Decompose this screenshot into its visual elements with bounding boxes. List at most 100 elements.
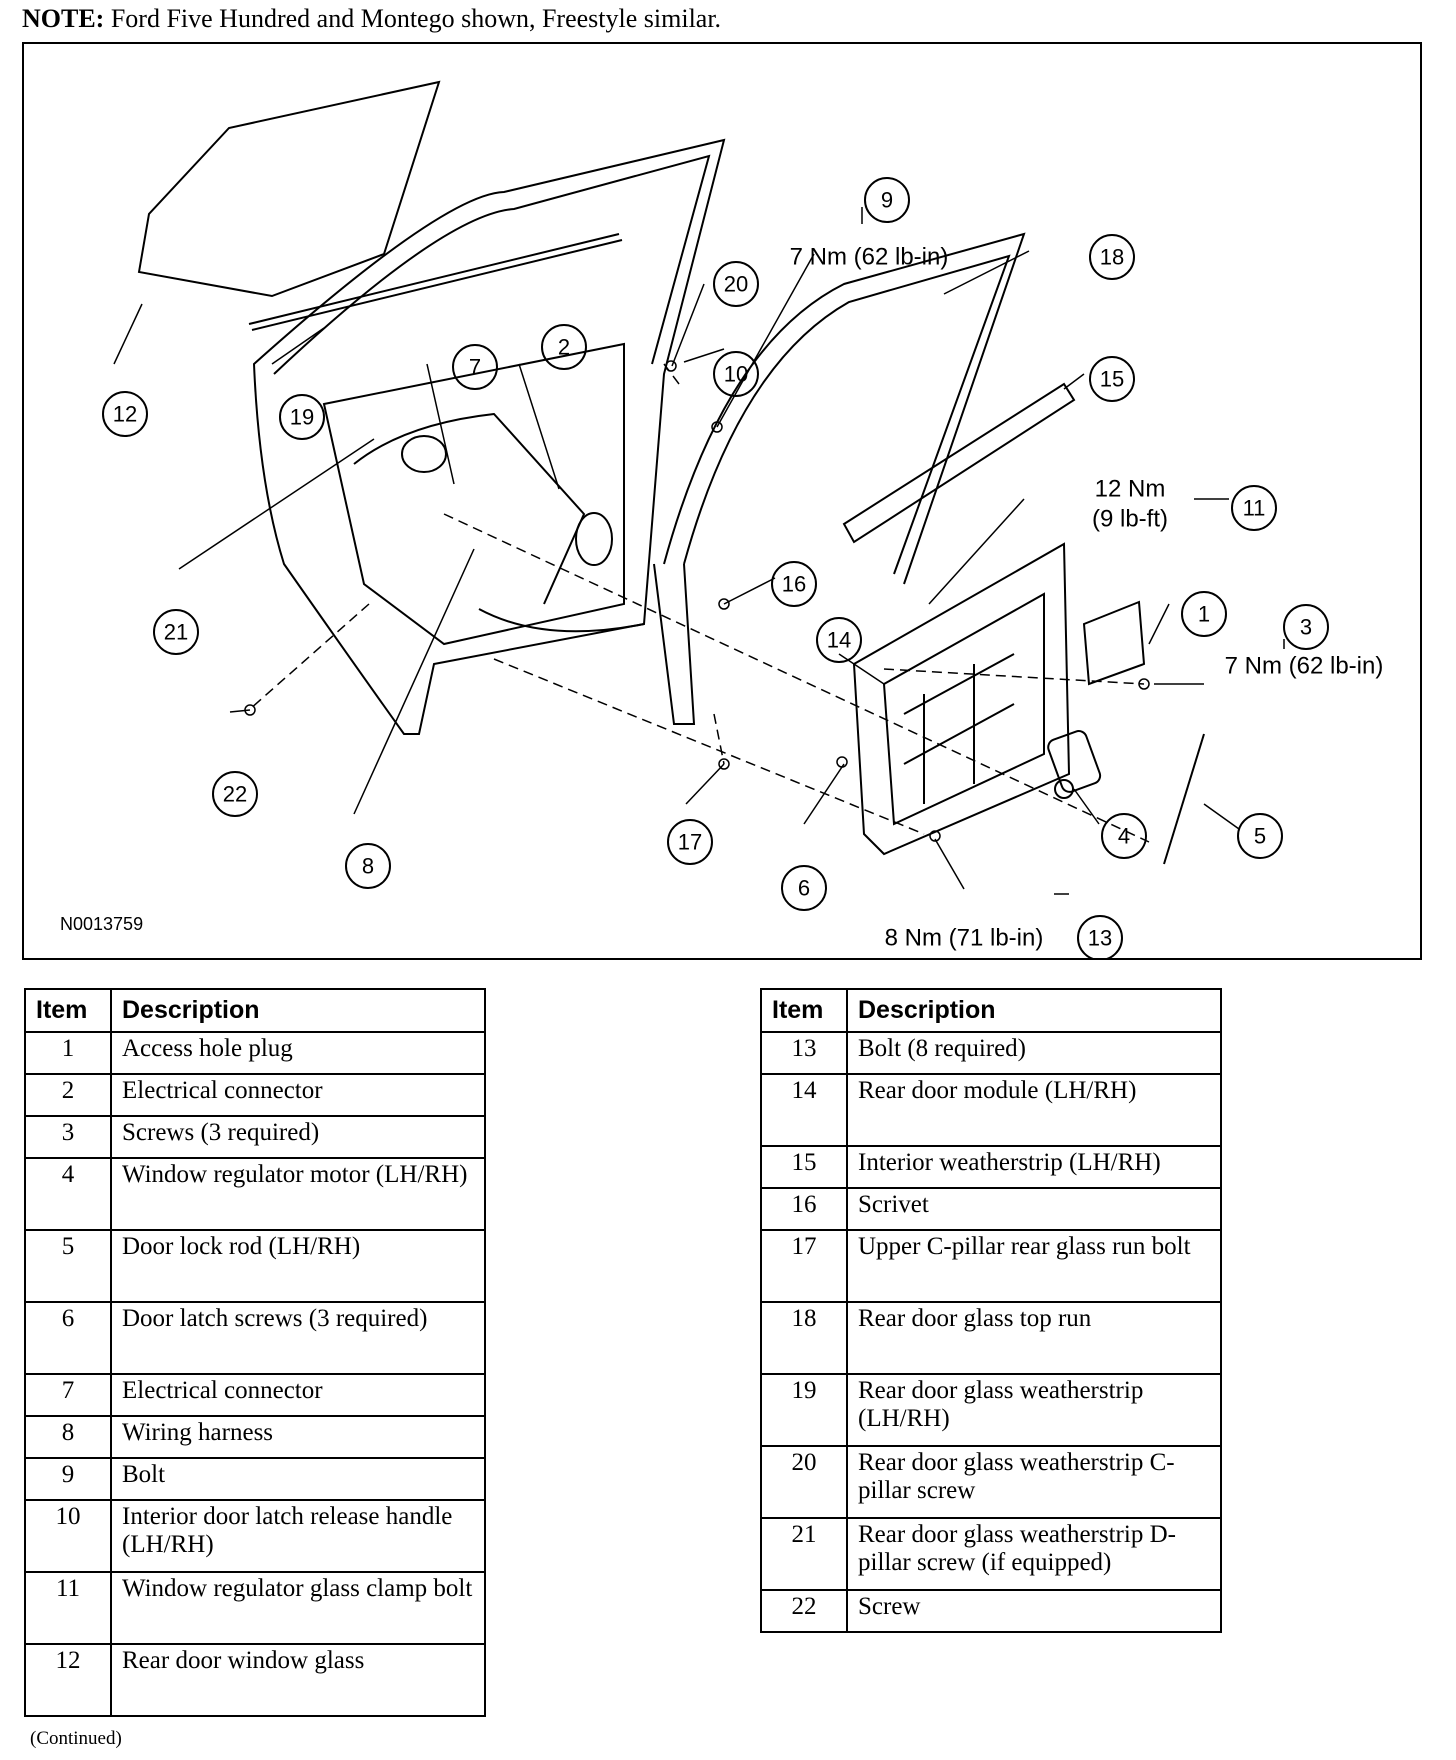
legend-header-description: Description bbox=[846, 988, 1222, 1033]
legend-item-number: 7 bbox=[24, 1373, 112, 1417]
callout-3: 3 bbox=[1300, 615, 1312, 640]
legend-item-number: 6 bbox=[24, 1301, 112, 1375]
legend-item-description: Screws (3 required) bbox=[110, 1115, 486, 1159]
door-lock-rod-shape bbox=[1163, 733, 1205, 865]
legend-item-description: Electrical connector bbox=[110, 1073, 486, 1117]
regulator-motor-shape bbox=[1047, 730, 1102, 793]
callout-14: 14 bbox=[827, 628, 851, 653]
legend-item-description: Bolt bbox=[110, 1457, 486, 1501]
legend-item-description: Rear door glass weatherstrip C-pillar sc… bbox=[846, 1445, 1222, 1519]
door-frame-outline bbox=[252, 138, 726, 735]
callout-2: 2 bbox=[558, 335, 570, 360]
weatherstrip-shape bbox=[248, 233, 623, 331]
spec-clamp-11-line2: (9 lb-ft) bbox=[1092, 506, 1168, 533]
legend-item-number: 3 bbox=[24, 1115, 112, 1159]
legend-item-description: Upper C-pillar rear glass run bolt bbox=[846, 1229, 1222, 1303]
legend-item-description: Interior weatherstrip (LH/RH) bbox=[846, 1145, 1222, 1189]
callout-18: 18 bbox=[1100, 245, 1124, 270]
legend-item-description: Door lock rod (LH/RH) bbox=[110, 1229, 486, 1303]
legend-item-description: Interior door latch release handle (LH/R… bbox=[110, 1499, 486, 1573]
spec-clamp-11-line1: 12 Nm bbox=[1095, 476, 1166, 503]
legend-item-description: Screw bbox=[846, 1589, 1222, 1633]
legend-item-description: Rear door glass weatherstrip (LH/RH) bbox=[846, 1373, 1222, 1447]
callout-13: 13 bbox=[1088, 926, 1112, 951]
legend-item-number: 9 bbox=[24, 1457, 112, 1501]
legend-item-description: Door latch screws (3 required) bbox=[110, 1301, 486, 1375]
legend-item-description: Rear door module (LH/RH) bbox=[846, 1073, 1222, 1147]
callout-5: 5 bbox=[1254, 824, 1266, 849]
figure-id: N0013759 bbox=[60, 914, 144, 934]
legend-item-description: Wiring harness bbox=[110, 1415, 486, 1459]
callout-1: 1 bbox=[1198, 602, 1210, 627]
legend-item-number: 20 bbox=[760, 1445, 848, 1519]
callout-22: 22 bbox=[223, 782, 247, 807]
interior-weatherstrip-shape bbox=[842, 382, 1076, 544]
note-label: NOTE: bbox=[22, 4, 105, 33]
legend-item-number: 16 bbox=[760, 1187, 848, 1231]
access-hole-plug-shape bbox=[1082, 600, 1146, 686]
legend-item-number: 8 bbox=[24, 1415, 112, 1459]
legend-item-number: 5 bbox=[24, 1229, 112, 1303]
legend-item-number: 11 bbox=[24, 1571, 112, 1645]
callout-12: 12 bbox=[113, 402, 137, 427]
legend-item-number: 14 bbox=[760, 1073, 848, 1147]
spec-bolt-9: 7 Nm (62 lb-in) bbox=[790, 244, 949, 271]
legend-item-number: 15 bbox=[760, 1145, 848, 1189]
callout-4: 4 bbox=[1118, 824, 1130, 849]
legend-item-description: Window regulator motor (LH/RH) bbox=[110, 1157, 486, 1231]
legend-item-number: 13 bbox=[760, 1031, 848, 1075]
legend-item-number: 2 bbox=[24, 1073, 112, 1117]
legend-item-number: 21 bbox=[760, 1517, 848, 1591]
callout-15: 15 bbox=[1100, 367, 1124, 392]
legend-item-description: Scrivet bbox=[846, 1187, 1222, 1231]
door-module-shape bbox=[852, 542, 1071, 856]
glass-top-run-shape bbox=[663, 232, 1026, 585]
legend-header-description: Description bbox=[110, 988, 486, 1033]
legend-item-number: 17 bbox=[760, 1229, 848, 1303]
legend-item-number: 18 bbox=[760, 1301, 848, 1375]
continued-note: (Continued) bbox=[30, 1728, 122, 1749]
callout-11: 11 bbox=[1243, 496, 1266, 521]
window-glass-shape bbox=[137, 80, 441, 298]
legend-item-description: Electrical connector bbox=[110, 1373, 486, 1417]
callout-6: 6 bbox=[798, 876, 810, 901]
callout-19: 19 bbox=[290, 405, 314, 430]
callout-8: 8 bbox=[362, 854, 374, 879]
legend-item-description: Access hole plug bbox=[110, 1031, 486, 1075]
callout-10: 10 bbox=[724, 362, 748, 387]
legend-item-number: 12 bbox=[24, 1643, 112, 1717]
legend-item-number: 10 bbox=[24, 1499, 112, 1573]
legend-item-description: Bolt (8 required) bbox=[846, 1031, 1222, 1075]
legend-header-item: Item bbox=[760, 988, 848, 1033]
legend-item-description: Window regulator glass clamp bolt bbox=[110, 1571, 486, 1645]
legend-item-number: 1 bbox=[24, 1031, 112, 1075]
callout-21: 21 bbox=[164, 620, 188, 645]
legend-item-description: Rear door glass weatherstrip D-pillar sc… bbox=[846, 1517, 1222, 1591]
callout-17: 17 bbox=[678, 830, 702, 855]
legend-item-number: 4 bbox=[24, 1157, 112, 1231]
spec-bolt-13: 8 Nm (71 lb-in) bbox=[885, 925, 1044, 952]
note-text: Ford Five Hundred and Montego shown, Fre… bbox=[110, 4, 722, 33]
page-note: NOTE: Ford Five Hundred and Montego show… bbox=[22, 4, 721, 34]
door-diagram-drawing: 1 2 3 4 5 6 7 8 9 10 11 12 13 14 15 16 1… bbox=[102, 80, 1383, 958]
